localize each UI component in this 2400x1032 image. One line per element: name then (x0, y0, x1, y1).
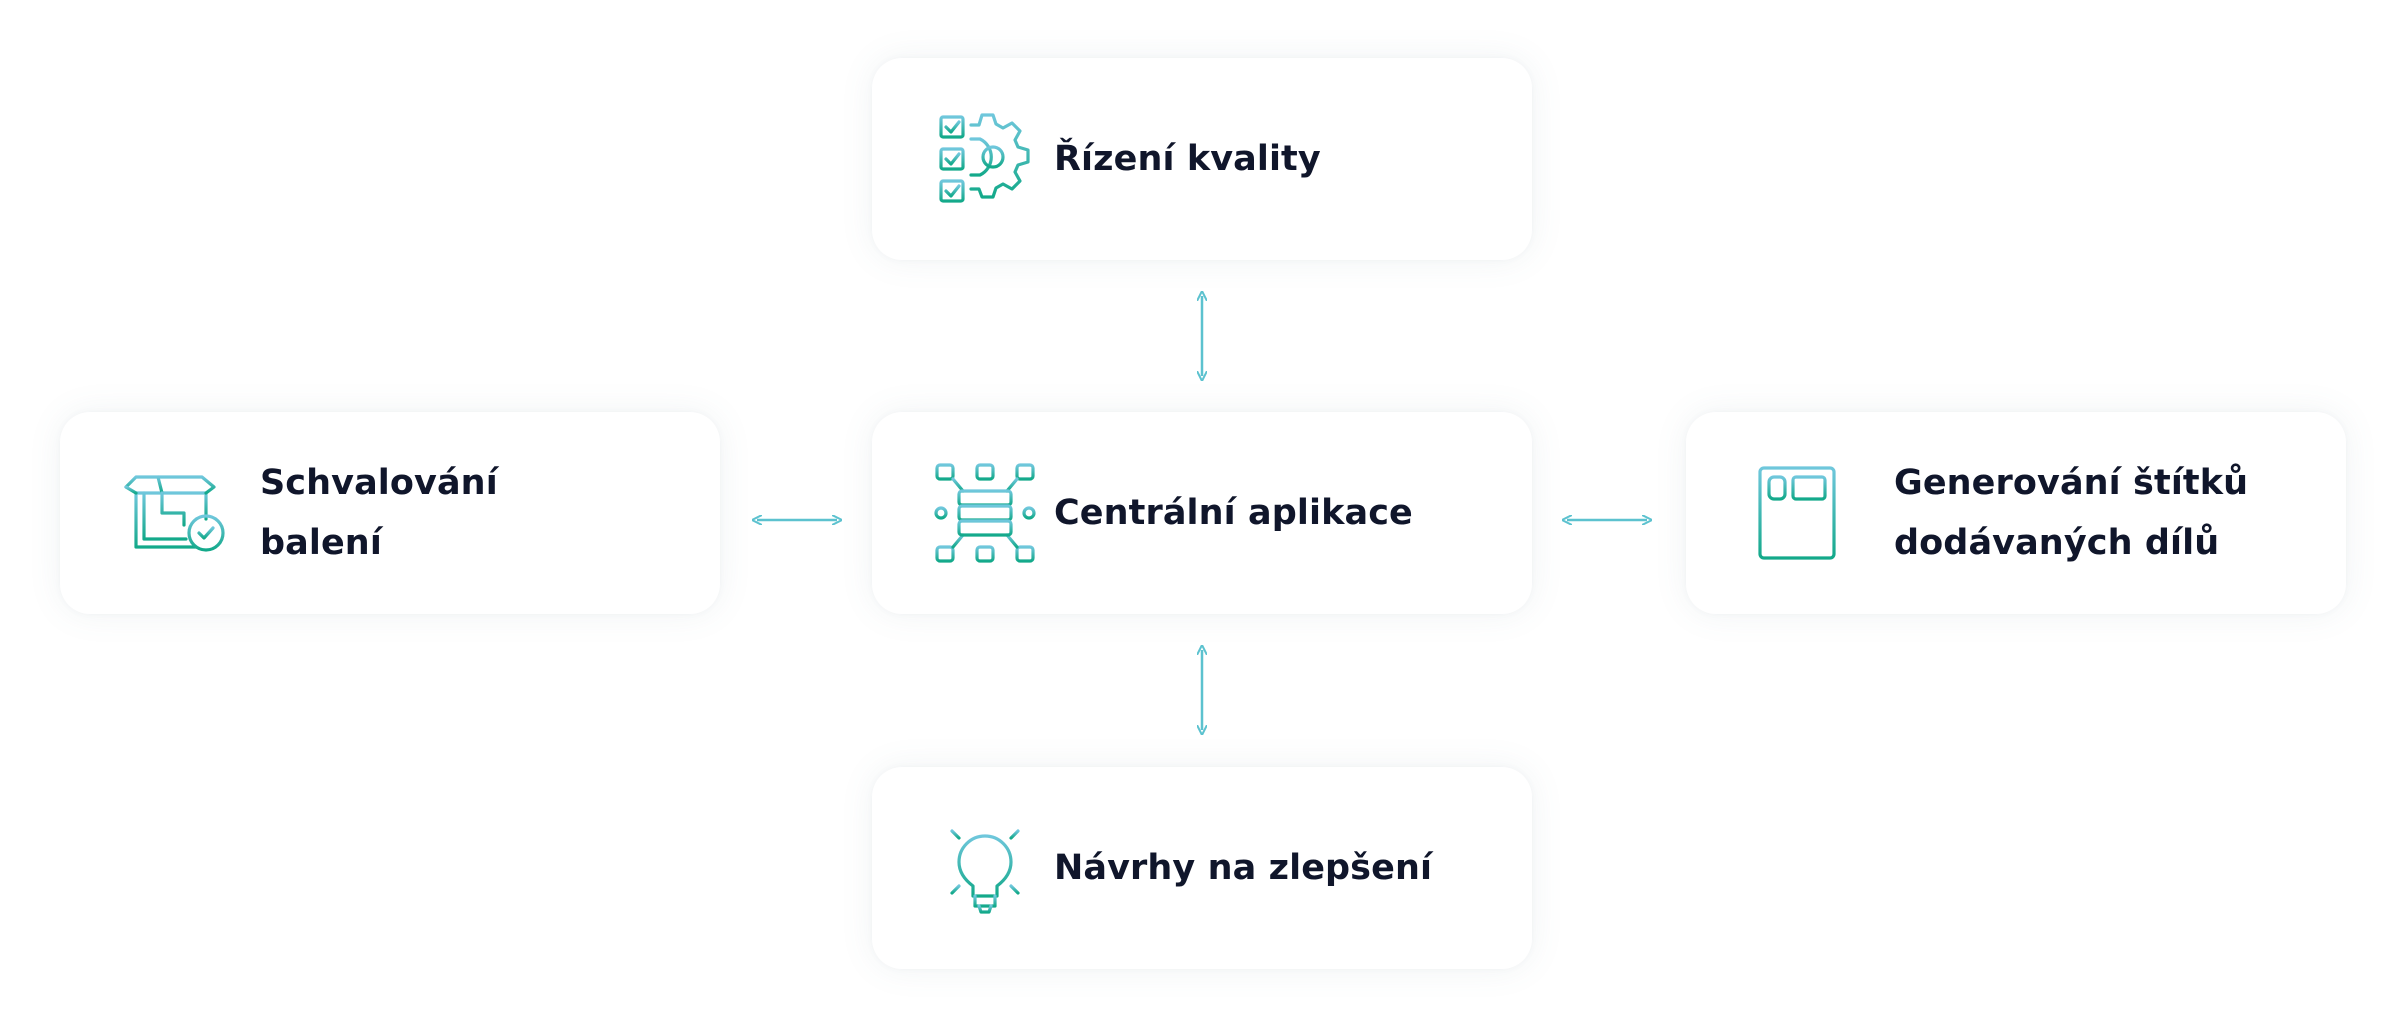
node-supplier-part-labels: Generování štítků dodávaných dílů (1686, 412, 2346, 614)
node-improvement-suggestions: Návrhy na zlepšení (872, 767, 1532, 969)
node-quality-control: Řízení kvality (872, 58, 1532, 260)
node-label: Řízení kvality (1054, 139, 1321, 179)
lightbulb-icon (930, 816, 1040, 920)
node-packaging-approval: Schvalování balení (60, 412, 720, 614)
node-label: Návrhy na zlepšení (1054, 848, 1433, 888)
server-network-icon (930, 461, 1040, 565)
node-label: Schvalování balení (260, 453, 498, 573)
node-label-line: Schvalování (260, 463, 498, 503)
node-label-line: dodávaných dílů (1894, 523, 2220, 563)
node-label: Generování štítků dodávaných dílů (1894, 453, 2248, 573)
node-label-line: Generování štítků (1894, 463, 2249, 503)
node-label: Centrální aplikace (1054, 493, 1413, 533)
node-central-application: Centrální aplikace (872, 412, 1532, 614)
node-label-line: balení (260, 523, 382, 563)
quality-control-gear-checklist-icon (930, 109, 1040, 209)
box-check-icon (120, 473, 230, 553)
label-barcode-icon (1752, 465, 1842, 561)
